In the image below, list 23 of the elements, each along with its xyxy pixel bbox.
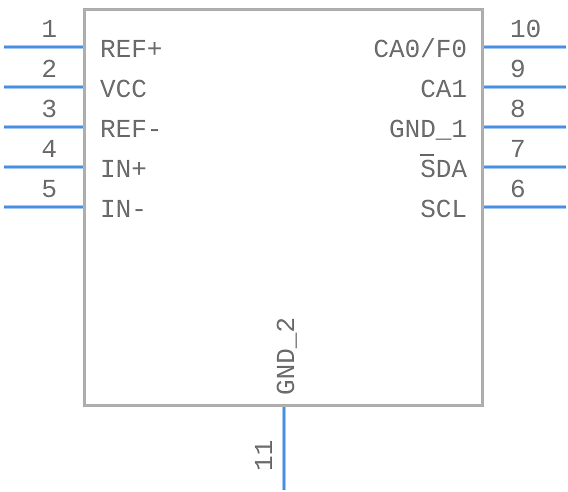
pin-number: 3 [41,96,57,124]
pin-number: 11 [251,440,279,471]
pin-number: 9 [510,56,526,84]
pin-name: GND_1 [388,116,467,144]
pin-name: REF+ [100,36,162,64]
pin-name: VCC [100,76,147,104]
pin-name: IN- [100,196,147,224]
pin-number: 10 [510,16,542,44]
pin-number: 5 [41,176,57,204]
pin-name: REF- [100,116,162,144]
pin-name: SDA [420,156,467,184]
pin-name: GND_2 [273,316,301,395]
pin-number: 4 [41,136,57,164]
pin-number: 7 [510,136,526,164]
pin-number: 1 [41,16,57,44]
pin-number: 6 [510,176,526,204]
pin-name: CA1 [420,76,467,104]
pin-name: IN+ [100,156,147,184]
pin-number: 8 [510,96,526,124]
chip-body [83,8,484,407]
pin-name: SCL [420,196,467,224]
pin-name: CA0/F0 [373,36,467,64]
pin-number: 2 [41,56,57,84]
